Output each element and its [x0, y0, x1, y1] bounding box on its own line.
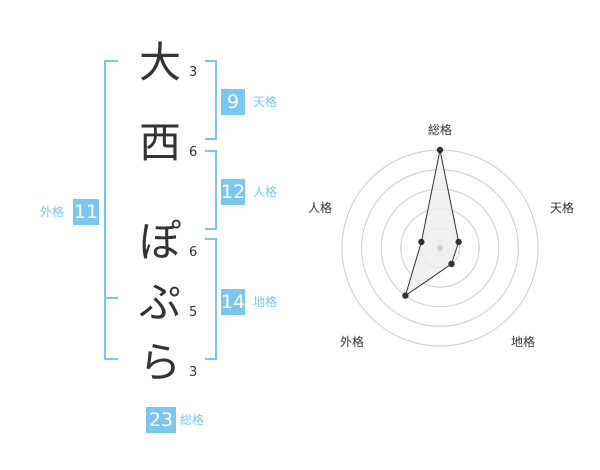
name-char-4: ぷ [138, 278, 181, 327]
radar-label-tenkaku: 天格 [550, 201, 575, 215]
gaikaku-bracket-notch [104, 297, 118, 299]
jinkaku-label: 人格 [253, 185, 278, 199]
gaikaku-label: 外格 [40, 205, 65, 219]
chikaku-label: 地格 [253, 295, 278, 309]
radar-point-3 [448, 260, 455, 268]
name-char-1: 大 [138, 38, 181, 87]
stroke-count-5: 3 [189, 365, 198, 380]
name-char-3: ぽ [138, 217, 181, 266]
radar-label-gaikaku: 外格 [340, 335, 365, 349]
stroke-count-3: 6 [189, 245, 198, 260]
jinkaku-bracket [205, 150, 217, 230]
radar-center-point [437, 245, 443, 251]
tenkaku-label: 天格 [253, 95, 278, 109]
chikaku-bracket [205, 238, 217, 360]
jinkaku-badge: 12 [221, 179, 246, 205]
radar-point-5 [418, 238, 425, 246]
radar-polygon [404, 149, 460, 297]
soukaku-label: 総格 [180, 413, 205, 427]
stroke-count-4: 5 [189, 305, 198, 320]
radar-label-soukaku: 総格 [428, 123, 453, 137]
radar-point-1 [436, 146, 444, 154]
gaikaku-badge: 11 [73, 199, 99, 225]
radar-point-2 [455, 238, 462, 246]
tenkaku-bracket [205, 60, 217, 140]
radar-label-jinkaku: 人格 [308, 201, 333, 215]
radar-point-4 [402, 292, 409, 299]
radar-label-chikaku: 地格 [511, 335, 536, 349]
tenkaku-badge: 9 [221, 89, 245, 115]
name-char-5: ら [138, 338, 181, 387]
stroke-count-2: 6 [189, 145, 198, 160]
name-char-2: 西 [138, 118, 181, 167]
stroke-count-1: 3 [189, 65, 198, 80]
gaikaku-bracket [104, 60, 118, 360]
chikaku-badge: 14 [221, 289, 246, 315]
soukaku-badge: 23 [146, 407, 176, 433]
